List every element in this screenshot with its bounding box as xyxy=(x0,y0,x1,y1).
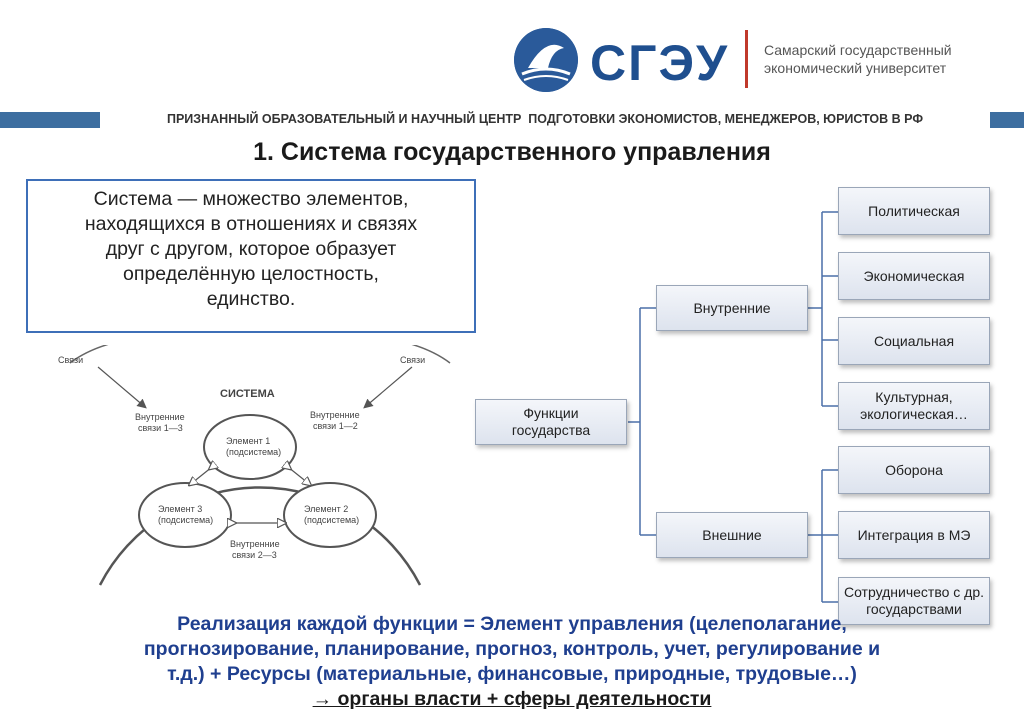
university-name: Самарский государственный экономический … xyxy=(764,41,952,77)
header-tagline: ПРИЗНАННЫЙ ОБРАЗОВАТЕЛЬНЫЙ И НАУЧНЫЙ ЦЕН… xyxy=(166,112,923,126)
definition-line: определённую целостность, xyxy=(123,263,379,285)
summary-line: Реализация каждой функции = Элемент упра… xyxy=(177,613,847,635)
university-logo-icon xyxy=(514,28,578,92)
inner-link-arrow-12 xyxy=(288,467,308,483)
element-3-sub: (подсистема) xyxy=(158,515,213,525)
summary-text: Реализация каждой функции = Элемент упра… xyxy=(30,612,994,712)
inner-links-13-line1: Внутренние xyxy=(135,412,185,422)
element-2-label: Элемент 2 xyxy=(304,504,348,514)
tree-leaf-node: Интеграция в МЭ xyxy=(838,511,990,559)
university-name-line1: Самарский государственный xyxy=(764,42,952,58)
functions-tree-connectors xyxy=(628,211,838,603)
header-band-label-bg xyxy=(100,110,990,130)
tree-leaf-label: Культурная, экологическая… xyxy=(860,389,968,422)
inner-links-23-line2: связи 2—3 xyxy=(232,550,277,560)
definition-box: Система — множество элементов, находящих… xyxy=(26,179,476,333)
tree-leaf-label: Интеграция в МЭ xyxy=(857,526,971,543)
element-1-sub: (подсистема) xyxy=(226,447,281,457)
summary-conclusion: → органы власти + сферы деятельности xyxy=(312,688,712,710)
element-2-sub: (подсистема) xyxy=(304,515,359,525)
element-1-label: Элемент 1 xyxy=(226,436,270,446)
tree-leaf-label: Социальная xyxy=(873,332,955,349)
tree-root-node: Функции государства xyxy=(475,399,627,445)
definition-line: Система — множество элементов, xyxy=(93,188,409,210)
element-1 xyxy=(203,414,297,480)
tree-external-node: Внешние xyxy=(656,512,808,558)
system-title: СИСТЕМА xyxy=(220,388,275,400)
definition-line: находящихся в отношениях и связях xyxy=(84,213,418,235)
tree-leaf-label: Оборона xyxy=(885,461,943,478)
links-label-right: Связи xyxy=(400,355,425,365)
tree-leaf-node: Сотрудничество с др. государствами xyxy=(838,577,990,625)
tree-leaf-label: Экономическая xyxy=(863,267,965,284)
inner-links-12-line2: связи 1—2 xyxy=(313,421,358,431)
tree-leaf-node: Социальная xyxy=(838,317,990,365)
element-2 xyxy=(283,482,377,548)
element-3 xyxy=(138,482,232,548)
external-link-arrow-right xyxy=(363,366,413,409)
tree-internal-node: Внутренние xyxy=(656,285,808,331)
page-title: 1. Система государственного управления xyxy=(253,138,771,166)
system-boundary xyxy=(98,486,422,586)
inner-links-12-line1: Внутренние xyxy=(310,410,360,420)
summary-line: прогнозирование, планирование, прогноз, … xyxy=(143,638,881,660)
tree-leaf-node: Оборона xyxy=(838,446,990,494)
tree-root-line2: государства xyxy=(511,422,591,438)
tree-leaf-label: Сотрудничество с др. государствами xyxy=(843,584,985,617)
tree-leaf-label: Политическая xyxy=(868,202,960,219)
tree-external-label: Внешние xyxy=(702,526,762,543)
tree-leaf-node: Политическая xyxy=(838,187,990,235)
definition-line: друг с другом, которое образует xyxy=(105,238,397,260)
system-diagram: Связи Связи СИСТЕМА Внутренние связи 1—3… xyxy=(58,345,451,586)
logo-divider xyxy=(745,30,748,88)
inner-links-23-line1: Внутренние xyxy=(230,539,280,549)
element-3-label: Элемент 3 xyxy=(158,504,202,514)
tree-leaf-node: Культурная, экологическая… xyxy=(838,382,990,430)
definition-line: единство. xyxy=(206,288,296,310)
tree-internal-label: Внутренние xyxy=(693,299,771,316)
inner-link-arrow-13 xyxy=(192,467,212,483)
links-label-left: Связи xyxy=(58,355,83,365)
university-name-line2: экономический университет xyxy=(764,60,947,76)
summary-line: т.д.) + Ресурсы (материальные, финансовы… xyxy=(167,663,857,685)
tree-root-line1: Функции xyxy=(523,405,579,421)
external-link-arrow-left xyxy=(97,366,147,409)
tree-leaf-node: Экономическая xyxy=(838,252,990,300)
inner-links-13-line2: связи 1—3 xyxy=(138,423,183,433)
logo-text: СГЭУ xyxy=(590,35,730,91)
